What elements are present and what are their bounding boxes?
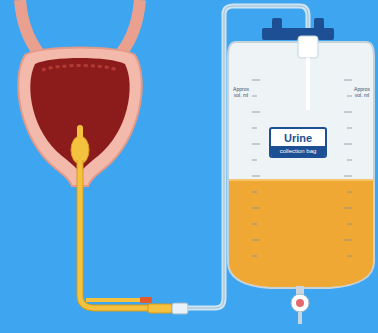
label-box: Urinecollection bag — [269, 127, 327, 158]
collection-bag — [228, 42, 374, 288]
scale-tick — [252, 208, 260, 209]
urine-fill — [229, 180, 373, 287]
scale-label: Approx vol. ml — [230, 86, 252, 98]
scale-tick — [344, 208, 352, 209]
tube-connector — [172, 303, 188, 314]
scale-tick — [252, 80, 260, 81]
scale-tick — [344, 80, 352, 81]
catheter-connector — [148, 304, 172, 313]
scale-tick — [252, 128, 257, 129]
scale-tick — [344, 240, 352, 241]
hanger-hook — [314, 18, 324, 32]
catheter-balloon — [71, 136, 89, 164]
scale-tick — [252, 160, 257, 161]
scale-tick — [347, 192, 352, 193]
scale-tick — [252, 176, 260, 177]
scale-tick — [344, 112, 352, 113]
box-title: Urine — [271, 129, 325, 146]
drain-valve — [291, 294, 309, 312]
volume-scale — [252, 80, 352, 256]
scale-label: Approx vol. ml — [351, 86, 373, 98]
balloon-port — [86, 298, 145, 302]
bladder-lumen — [30, 58, 129, 172]
box-subtitle: collection bag — [271, 146, 325, 156]
balloon-valve — [140, 297, 152, 303]
catheter-tube — [80, 160, 150, 308]
inlet-tube — [306, 58, 310, 110]
scale-tick — [252, 224, 257, 225]
scale-tick — [252, 96, 257, 97]
scale-tick — [347, 160, 352, 161]
bladder-folds — [42, 66, 118, 71]
hanger-hook — [272, 18, 282, 32]
drain-outlet — [298, 312, 302, 324]
catheter-tip — [77, 125, 83, 139]
scale-tick — [252, 240, 260, 241]
inlet-port — [298, 36, 318, 58]
scale-tick — [252, 192, 257, 193]
scale-tick — [347, 224, 352, 225]
scale-tick — [347, 256, 352, 257]
urine-surface — [229, 179, 373, 181]
scale-tick — [347, 96, 352, 97]
scale-tick — [252, 144, 260, 145]
catheter-tube — [80, 160, 150, 308]
scale-tick — [252, 256, 257, 257]
drain-valve-mark — [296, 299, 304, 307]
scale-tick — [252, 112, 260, 113]
scale-tick — [344, 144, 352, 145]
scale-tick — [347, 128, 352, 129]
scale-tick — [344, 176, 352, 177]
